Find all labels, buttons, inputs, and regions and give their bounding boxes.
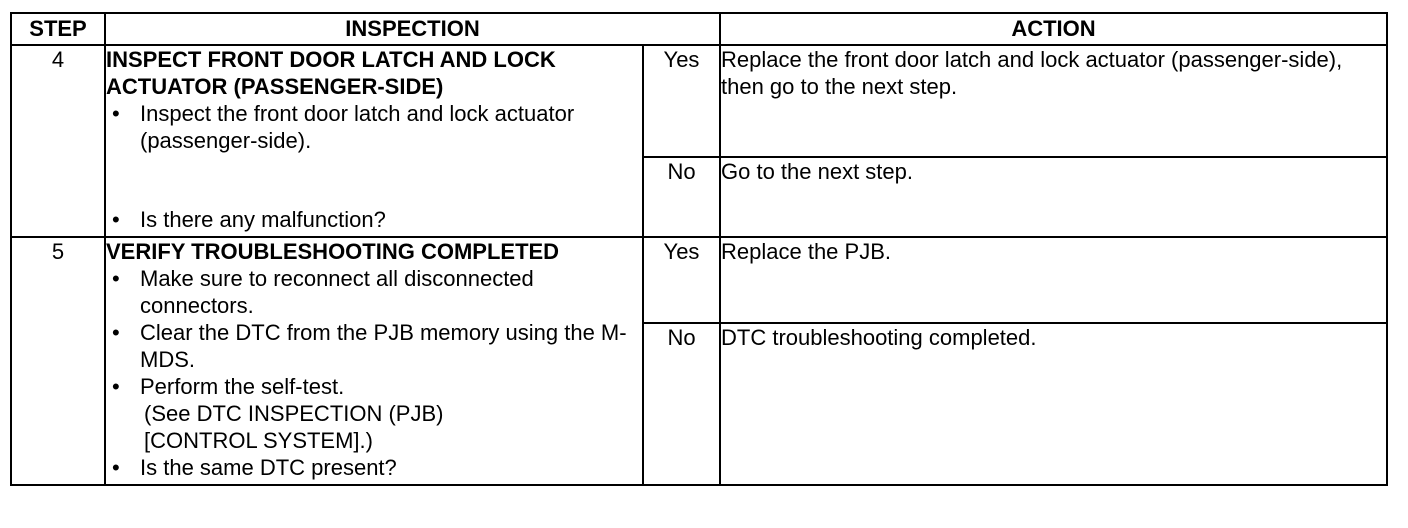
- step-5-yes-row: 5 VERIFY TROUBLESHOOTING COMPLETED Make …: [10, 236, 1388, 486]
- troubleshooting-table: STEP INSPECTION ACTION 4 INSPECT FRONT D…: [10, 12, 1388, 486]
- inspection-bullets: Inspect the front door latch and lock ac…: [106, 100, 642, 154]
- step-5-inspection: VERIFY TROUBLESHOOTING COMPLETED Make su…: [104, 236, 644, 486]
- header-inspection: INSPECTION: [104, 12, 721, 46]
- question-item: Is the same DTC present?: [106, 454, 642, 481]
- step-title: INSPECT FRONT DOOR LATCH AND LOCK: [106, 47, 556, 72]
- no-action: Go to the next step.: [719, 156, 1388, 238]
- yes-action: Replace the PJB.: [719, 236, 1388, 324]
- yes-action: Replace the front door latch and lock ac…: [719, 44, 1388, 158]
- no-label: No: [642, 156, 721, 238]
- inspection-bullets: Make sure to reconnect all disconnected …: [106, 265, 642, 481]
- step-number: 5: [10, 236, 106, 486]
- step-number: 4: [10, 44, 106, 238]
- step-5-no-row: No DTC troubleshooting completed.: [11, 322, 1388, 486]
- bullet-item: Inspect the front door latch and lock ac…: [106, 100, 642, 154]
- step-title-cont: ACTUATOR (PASSENGER-SIDE): [106, 74, 444, 99]
- no-action: DTC troubleshooting completed.: [719, 322, 1388, 486]
- header-step: STEP: [10, 12, 106, 46]
- question-item: Is there any malfunction?: [106, 206, 642, 233]
- bullet-text: Perform the self-test.: [140, 374, 345, 399]
- header-row: STEP INSPECTION ACTION: [10, 12, 1388, 46]
- step-4-inspection: INSPECT FRONT DOOR LATCH AND LOCK ACTUAT…: [104, 44, 644, 238]
- step-title: VERIFY TROUBLESHOOTING COMPLETED: [106, 239, 560, 264]
- reference-text-cont: [CONTROL SYSTEM].): [144, 428, 373, 453]
- yes-label: Yes: [642, 44, 721, 158]
- no-label: No: [642, 322, 721, 486]
- yes-label: Yes: [642, 236, 721, 324]
- reference-text: (See DTC INSPECTION (PJB): [144, 401, 444, 426]
- step-4-no-row: No Go to the next step.: [11, 156, 1388, 238]
- header-action: ACTION: [719, 12, 1388, 46]
- bullet-item: Clear the DTC from the PJB memory using …: [106, 319, 642, 373]
- step-4-yes-row: 4 INSPECT FRONT DOOR LATCH AND LOCK ACTU…: [10, 44, 1388, 238]
- bullet-item: Make sure to reconnect all disconnected …: [106, 265, 642, 319]
- question-bullets: Is there any malfunction?: [106, 206, 642, 233]
- bullet-item: Perform the self-test. (See DTC INSPECTI…: [106, 373, 642, 454]
